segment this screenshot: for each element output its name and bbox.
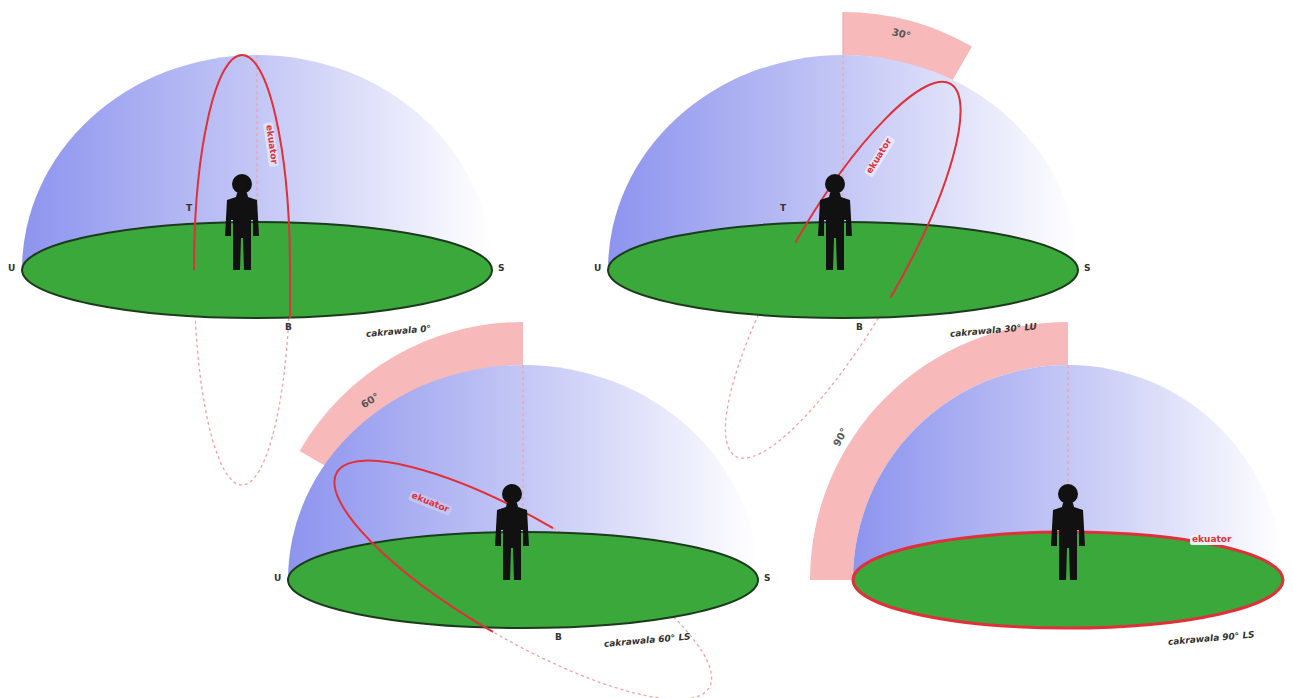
direction-letter: S [1084, 264, 1090, 274]
direction-letter: B [856, 323, 863, 333]
direction-letter: U [8, 264, 15, 274]
direction-letter: B [285, 323, 292, 333]
panel-equator-60 [288, 322, 758, 698]
direction-letter: U [274, 574, 281, 584]
angle-label: 60° [359, 391, 381, 410]
direction-letter: U [594, 264, 601, 274]
direction-letter: T [780, 204, 786, 214]
equator-label: ekuator [408, 490, 452, 515]
equator-label: ekuator [263, 122, 279, 166]
direction-letter: B [555, 633, 562, 643]
horizon-label: cakrawala 30° LU [950, 322, 1038, 339]
horizon-label: cakrawala 60° LS [604, 632, 691, 649]
direction-letter: S [498, 264, 504, 274]
angle-label: 90° [831, 426, 850, 448]
equator-label: ekuator [1190, 535, 1234, 545]
horizon-label: cakrawala 90° LS [1168, 630, 1255, 647]
direction-letter: S [764, 574, 770, 584]
panel-equator-90 [810, 322, 1283, 628]
equator-label: ekuator [864, 135, 895, 177]
horizon-label: cakrawala 0° [366, 324, 432, 340]
angle-label: 30° [891, 26, 912, 41]
direction-letter: T [186, 204, 192, 214]
